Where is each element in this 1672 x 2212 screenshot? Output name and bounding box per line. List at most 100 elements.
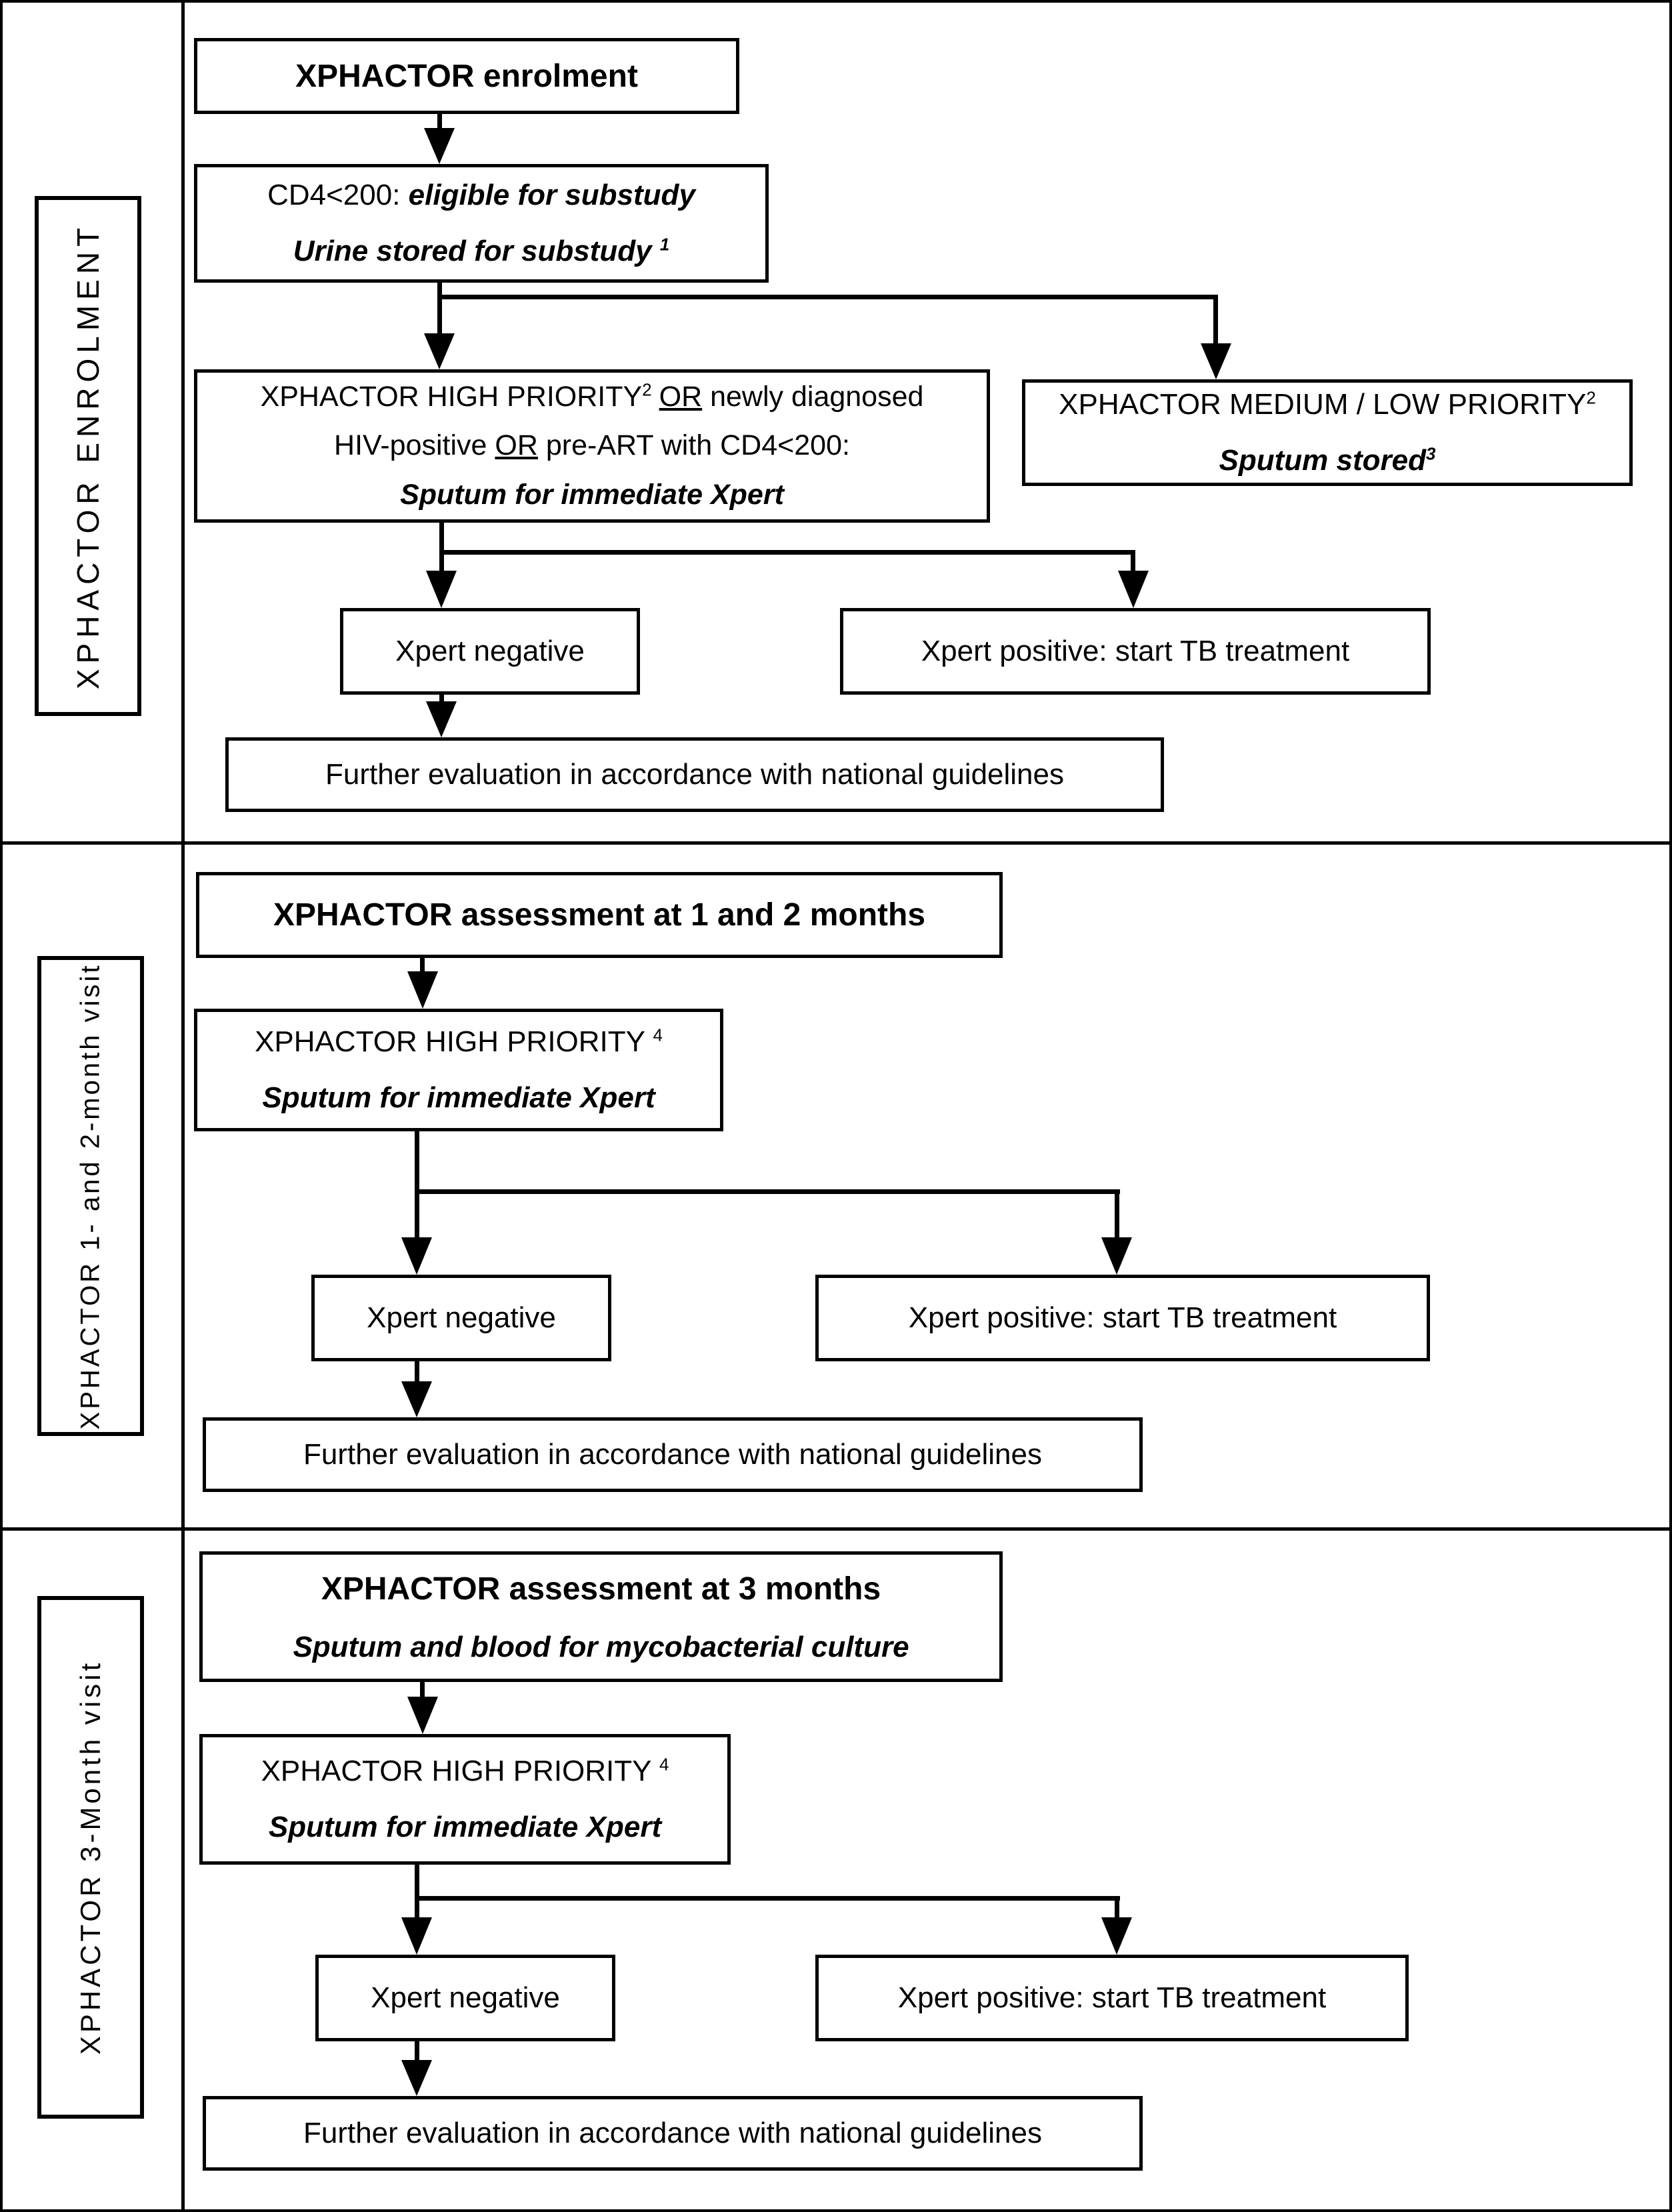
arrow-down-icon bbox=[401, 1381, 432, 1417]
hiv-positive-text: HIV-positive bbox=[334, 429, 495, 462]
arrow-stem bbox=[420, 1682, 425, 1698]
arrow-down-icon bbox=[426, 571, 457, 608]
further-evaluation-text: Further evaluation in accordance with na… bbox=[325, 758, 1064, 791]
arrow-stem bbox=[437, 283, 442, 299]
arrow-down-icon bbox=[424, 333, 455, 369]
side-label-3-month-text: XPHACTOR 3-Month visit bbox=[75, 1659, 106, 2055]
medium-low-line1: XPHACTOR MEDIUM / LOW PRIORITY2 bbox=[1059, 377, 1596, 433]
footnote-2-superscript: 2 bbox=[642, 380, 652, 401]
medium-low-priority-box: XPHACTOR MEDIUM / LOW PRIORITY2 Sputum s… bbox=[1022, 379, 1633, 486]
high-priority-text: XPHACTOR HIGH PRIORITY bbox=[261, 1755, 659, 1788]
branch-line bbox=[437, 295, 1216, 299]
arrow-stem bbox=[420, 958, 425, 973]
branch-line bbox=[415, 1189, 1120, 1194]
arrow-stem bbox=[415, 1361, 419, 1383]
further-evaluation-text: Further evaluation in accordance with na… bbox=[303, 1438, 1042, 1471]
arrow-stem bbox=[415, 1865, 419, 1917]
arrow-down-icon bbox=[407, 1697, 438, 1734]
urine-stored-text: Urine stored for substudy bbox=[293, 235, 660, 267]
xpert-positive-box-enrolment: Xpert positive: start TB treatment bbox=[840, 608, 1431, 695]
arrow-stem bbox=[1131, 550, 1135, 572]
sputum-immediate-xpert-text: Sputum for immediate Xpert bbox=[262, 1081, 655, 1114]
xpert-positive-text: Xpert positive: start TB treatment bbox=[921, 635, 1350, 667]
arrow-stem bbox=[415, 2041, 419, 2061]
enrolment-title-box: XPHACTOR enrolment bbox=[194, 38, 739, 114]
high-priority-text: XPHACTOR HIGH PRIORITY bbox=[260, 381, 643, 413]
arrow-stem bbox=[437, 295, 442, 333]
branch-line bbox=[415, 1896, 1120, 1901]
sputum-immediate-xpert-text: Sputum for immediate Xpert bbox=[400, 478, 784, 511]
section-divider-1 bbox=[3, 841, 1669, 845]
cd4-prefix: CD4<200: bbox=[267, 179, 409, 212]
high-priority-text: XPHACTOR HIGH PRIORITY bbox=[255, 1025, 653, 1059]
cd4-substudy-box: CD4<200: eligible for substudy Urine sto… bbox=[194, 164, 769, 283]
pre-art-text: pre-ART with CD4<200: bbox=[537, 429, 850, 462]
assessment-3-title-text: XPHACTOR assessment at 3 months bbox=[321, 1571, 881, 1607]
arrow-down-icon bbox=[401, 1237, 432, 1275]
arrow-down-icon bbox=[407, 971, 438, 1009]
xpert-negative-text: Xpert negative bbox=[367, 1301, 556, 1334]
newly-diagnosed-text: newly diagnosed bbox=[702, 381, 924, 413]
label-column-divider bbox=[181, 3, 185, 2209]
further-evaluation-box-enrolment: Further evaluation in accordance with na… bbox=[225, 737, 1164, 812]
high-priority-line1: XPHACTOR HIGH PRIORITY2 OR newly diagnose… bbox=[261, 373, 924, 421]
high-priority-line2: HIV-positive OR pre-ART with CD4<200: bbox=[334, 421, 850, 470]
arrow-stem bbox=[1115, 1896, 1119, 1919]
arrow-stem bbox=[415, 1131, 419, 1237]
arrow-down-icon bbox=[426, 701, 457, 737]
cd4-substudy-line1: CD4<200: eligible for substudy bbox=[267, 167, 695, 223]
xpert-negative-box-3-month: Xpert negative bbox=[315, 1955, 615, 2041]
arrow-down-icon bbox=[1101, 1237, 1132, 1275]
footnote-2-superscript: 2 bbox=[1586, 387, 1596, 408]
arrow-stem bbox=[439, 695, 444, 704]
arrow-down-icon bbox=[1118, 571, 1149, 608]
further-evaluation-box-3-month: Further evaluation in accordance with na… bbox=[203, 2096, 1143, 2171]
footnote-1-superscript: 1 bbox=[659, 234, 670, 255]
assessment-1-2-title-box: XPHACTOR assessment at 1 and 2 months bbox=[196, 872, 1003, 958]
high-priority-line1: XPHACTOR HIGH PRIORITY 4 bbox=[255, 1014, 663, 1070]
footnote-4-superscript: 4 bbox=[659, 1754, 669, 1775]
arrow-down-icon bbox=[1101, 1917, 1132, 1955]
arrow-down-icon bbox=[1201, 343, 1231, 379]
assessment-1-2-title-text: XPHACTOR assessment at 1 and 2 months bbox=[273, 897, 926, 933]
medium-low-text: XPHACTOR MEDIUM / LOW PRIORITY bbox=[1059, 388, 1587, 421]
branch-line bbox=[439, 550, 1133, 555]
xpert-positive-text: Xpert positive: start TB treatment bbox=[908, 1301, 1337, 1334]
enrolment-title-text: XPHACTOR enrolment bbox=[295, 58, 638, 94]
footnote-3-superscript: 3 bbox=[1425, 443, 1436, 464]
xpert-negative-text: Xpert negative bbox=[395, 635, 585, 667]
xpert-positive-box-1-2-month: Xpert positive: start TB treatment bbox=[815, 1275, 1430, 1361]
further-evaluation-text: Further evaluation in accordance with na… bbox=[303, 2117, 1042, 2149]
footnote-4-superscript: 4 bbox=[653, 1025, 663, 1045]
or-text: OR bbox=[659, 381, 703, 413]
sputum-blood-culture-text: Sputum and blood for mycobacterial cultu… bbox=[293, 1630, 909, 1663]
xpert-negative-box-enrolment: Xpert negative bbox=[340, 608, 640, 695]
cd4-eligible-text: eligible for substudy bbox=[408, 179, 695, 212]
or-text: OR bbox=[495, 429, 538, 462]
high-priority-box-1-2-month: XPHACTOR HIGH PRIORITY 4 Sputum for imme… bbox=[194, 1009, 723, 1131]
arrow-down-icon bbox=[401, 2060, 432, 2096]
side-label-enrolment-text: XPHACTOR ENROLMENT bbox=[71, 222, 105, 690]
cd4-substudy-line2: Urine stored for substudy 1 bbox=[293, 223, 670, 279]
xpert-negative-box-1-2-month: Xpert negative bbox=[311, 1275, 611, 1361]
side-label-3-month: XPHACTOR 3-Month visit bbox=[37, 1596, 144, 2119]
xpert-positive-text: Xpert positive: start TB treatment bbox=[897, 1981, 1327, 2014]
side-label-1-2-month-text: XPHACTOR 1- and 2-month visit bbox=[75, 963, 105, 1429]
side-label-enrolment: XPHACTOR ENROLMENT bbox=[35, 196, 141, 716]
high-priority-line1: XPHACTOR HIGH PRIORITY 4 bbox=[261, 1743, 669, 1799]
assessment-3-title-box: XPHACTOR assessment at 3 months Sputum a… bbox=[199, 1551, 1003, 1682]
sputum-immediate-xpert-text: Sputum for immediate Xpert bbox=[268, 1811, 662, 1843]
section-divider-2 bbox=[3, 1527, 1669, 1531]
side-label-1-2-month: XPHACTOR 1- and 2-month visit bbox=[37, 956, 144, 1436]
arrow-down-icon bbox=[424, 128, 455, 164]
sputum-stored-text: Sputum stored bbox=[1219, 444, 1426, 477]
xpert-positive-box-3-month: Xpert positive: start TB treatment bbox=[815, 1955, 1409, 2041]
arrow-stem bbox=[437, 114, 442, 131]
medium-low-line2: Sputum stored3 bbox=[1219, 433, 1436, 489]
xpert-negative-text: Xpert negative bbox=[371, 1981, 560, 2014]
arrow-stem bbox=[1115, 1189, 1119, 1239]
arrow-stem bbox=[1213, 295, 1218, 344]
arrow-down-icon bbox=[401, 1917, 432, 1955]
